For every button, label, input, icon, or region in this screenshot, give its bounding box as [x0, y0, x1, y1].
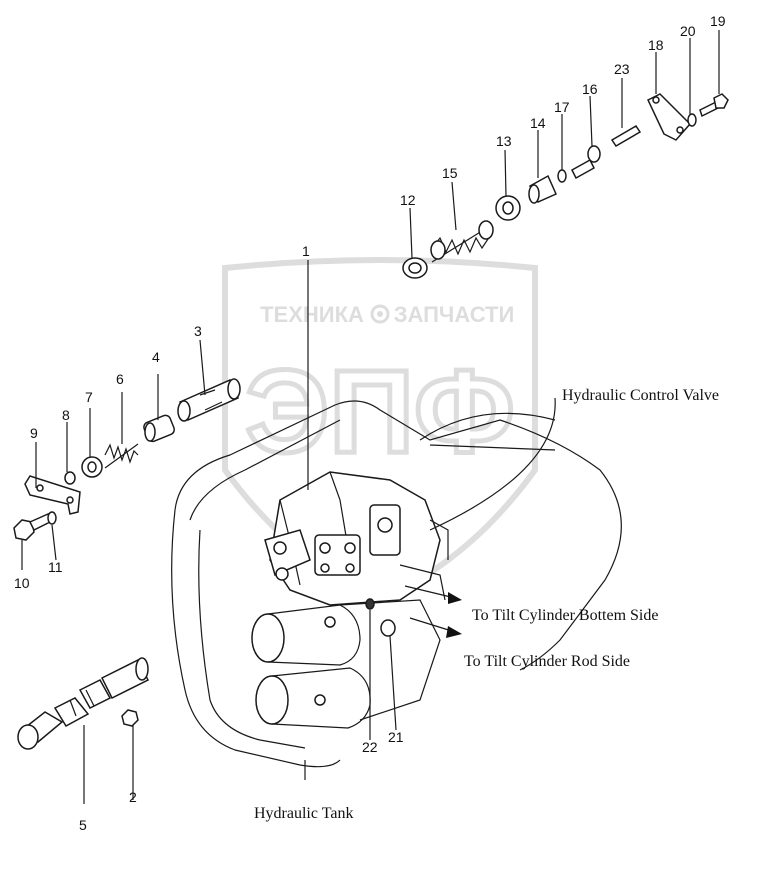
label-hydraulic-tank: Hydraulic Tank	[254, 805, 353, 822]
part-23-pin	[610, 124, 642, 148]
part-4-plug	[143, 414, 176, 443]
callout-19: 19	[710, 13, 726, 29]
callout-14: 14	[530, 115, 546, 131]
callout-7: 7	[85, 389, 93, 405]
watermark-logo: ЭПФ	[245, 346, 514, 478]
watermark: ТЕХНИКА ЗАПЧАСТИ ЭПФ	[222, 257, 538, 604]
part-7-washer	[81, 456, 103, 478]
label-hydraulic-control-valve: Hydraulic Control Valve	[562, 387, 719, 404]
part-9-plate	[24, 475, 81, 515]
part-21-oring	[380, 619, 396, 637]
part-20-washer	[687, 113, 697, 127]
watermark-brand-left: ТЕХНИКА	[260, 302, 364, 327]
callout-13: 13	[496, 133, 512, 149]
part-10-bolt	[13, 512, 51, 541]
callout-22: 22	[362, 739, 378, 755]
part-13-seat	[495, 195, 521, 221]
callout-16: 16	[582, 81, 598, 97]
part-8-oring	[64, 471, 76, 485]
part-16-bolt	[571, 145, 601, 180]
part-11-washer	[47, 511, 57, 525]
leader-lines	[21, 30, 720, 804]
arrow-tilt-bottom	[404, 585, 462, 604]
label-tilt-rod: To Tilt Cylinder Rod Side	[464, 653, 630, 670]
control-valve-body	[264, 471, 449, 606]
part-17-oring	[557, 169, 567, 183]
callout-17: 17	[554, 99, 570, 115]
callout-6: 6	[116, 371, 124, 387]
callout-23: 23	[614, 61, 630, 77]
callout-2: 2	[129, 789, 137, 805]
callout-1: 1	[302, 243, 310, 259]
part-18-cover	[647, 93, 692, 141]
part-19-bolt	[699, 93, 729, 118]
callout-9: 9	[30, 425, 38, 441]
callout-8: 8	[62, 407, 70, 423]
callout-21: 21	[388, 729, 404, 745]
callout-18: 18	[648, 37, 664, 53]
watermark-brand-right: ЗАПЧАСТИ	[394, 302, 515, 327]
part-14-poppet	[528, 174, 557, 204]
callout-15: 15	[442, 165, 458, 181]
arrow-tilt-rod	[409, 617, 462, 638]
part-2-plug	[121, 709, 139, 727]
callout-11: 11	[48, 559, 63, 575]
callout-numbers: 1 2 3 4 5 6 7 8 9 10 11 12 13 14 15 16 1…	[14, 13, 726, 833]
part-22-plug	[365, 598, 375, 610]
callout-20: 20	[680, 23, 696, 39]
part-6-spring	[104, 443, 139, 469]
part-12-seal	[402, 257, 428, 279]
part-3-sleeve	[177, 378, 241, 422]
label-tilt-bottom: To Tilt Cylinder Bottem Side	[472, 607, 658, 624]
callout-3: 3	[194, 323, 202, 339]
part-1-spool	[17, 657, 150, 750]
callout-12: 12	[400, 192, 416, 208]
callout-5: 5	[79, 817, 87, 833]
callout-10: 10	[14, 575, 30, 591]
hydraulic-tank	[171, 400, 622, 768]
tank-ports	[251, 599, 441, 729]
callout-4: 4	[152, 349, 160, 365]
gear-icon	[370, 304, 390, 324]
part-15-spring	[430, 220, 494, 263]
